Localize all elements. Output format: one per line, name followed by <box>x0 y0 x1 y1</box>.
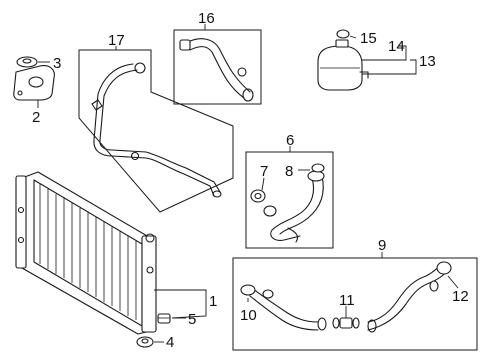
leader-12 <box>447 275 459 289</box>
callout-10: 10 <box>240 307 257 324</box>
callout-16: 16 <box>198 10 215 27</box>
callout-9: 9 <box>378 237 386 254</box>
hose-12-part <box>367 261 452 333</box>
seal-cap-part <box>16 56 38 68</box>
hose-group-9-box <box>232 257 478 351</box>
callout-6: 6 <box>286 132 294 149</box>
mount-insulator-part <box>136 336 154 348</box>
callout-14: 14 <box>388 38 405 55</box>
callout-17: 17 <box>108 32 125 49</box>
leader-15 <box>349 35 357 39</box>
upper-hose-part <box>179 38 254 102</box>
reservoir-cap-part <box>336 29 350 39</box>
callout-7: 7 <box>260 163 268 180</box>
radiator-part <box>15 171 157 335</box>
leader-14 <box>362 45 407 61</box>
hose-group-6-box <box>245 151 334 249</box>
callout-11: 11 <box>339 292 355 309</box>
callout-5: 5 <box>188 311 196 328</box>
leader-7 <box>261 177 265 191</box>
reservoir-tank-part <box>317 39 369 91</box>
callout-12: 12 <box>452 288 469 305</box>
leader-13 <box>362 59 417 75</box>
callout-8: 8 <box>285 163 293 180</box>
bracket-part <box>13 65 55 101</box>
callout-1: 1 <box>209 293 217 310</box>
callout-4: 4 <box>166 334 174 351</box>
callout-15: 15 <box>360 30 377 47</box>
callout-2: 2 <box>32 109 40 126</box>
long-pipe-part <box>91 62 222 198</box>
hose-16-box <box>173 29 262 105</box>
clamp-7-part <box>250 189 277 217</box>
hose-10-part <box>240 284 327 331</box>
callout-13: 13 <box>419 53 436 70</box>
leader-1b <box>171 300 207 319</box>
drain-plug-part <box>157 313 171 324</box>
pipe-17-box <box>78 49 234 213</box>
connector-11-part <box>332 317 360 329</box>
callout-3: 3 <box>53 55 61 72</box>
hose-7-part <box>270 170 325 243</box>
clamp-8-part <box>311 163 325 173</box>
leader-1a <box>154 289 207 300</box>
